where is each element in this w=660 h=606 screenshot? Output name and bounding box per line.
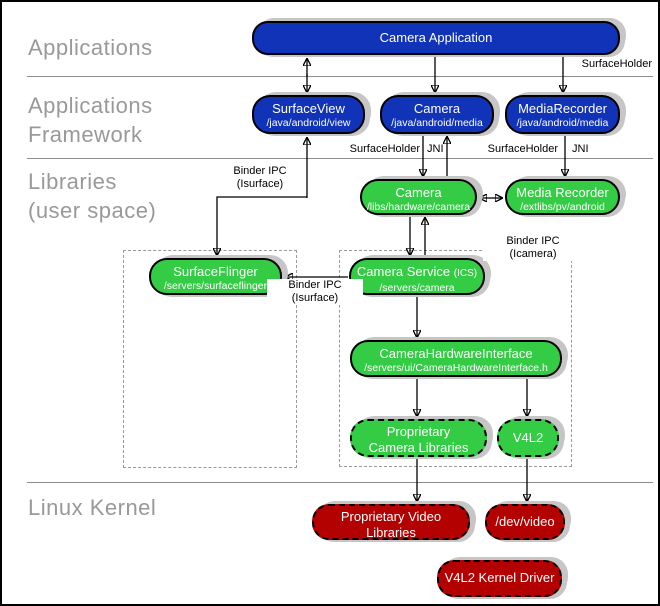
node-camera-service: Camera Service (ICS) /servers/camera [349, 258, 485, 295]
label-surfaceholder-top: SurfaceHolder [581, 58, 652, 70]
layer-divider-1 [27, 76, 653, 77]
node-media-recorder-lib: Media Recorder /extlibs/pv/android [505, 179, 620, 215]
label-jni-media: JNI [572, 143, 589, 155]
node-proprietary-camera-libraries: Proprietary Camera Libraries [350, 419, 487, 457]
layer-label-libraries: Libraries (user space) [28, 169, 157, 223]
arrow-surfaceview-surfaceflinger [217, 138, 307, 255]
isurface-group-box [123, 250, 297, 468]
label-binder-ipc-icamera: Binder IPC (Icamera) [483, 235, 583, 261]
node-proprietary-video-libraries: Proprietary Video Libraries [312, 504, 470, 540]
icamera-group-box [339, 250, 572, 467]
node-camera-application: Camera Application [252, 21, 620, 55]
node-camera-hardware-interface: CameraHardwareInterface /servers/ui/Came… [350, 340, 562, 377]
layer-label-applications-framework: Applications Framework [28, 93, 153, 147]
node-camera-api: Camera /java/android/media [380, 95, 494, 134]
node-v4l2: V4L2 [497, 419, 559, 457]
label-binder-ipc-isurface-upper: Binder IPC (Isurface) [233, 165, 287, 190]
layer-divider-2 [27, 158, 653, 159]
node-v4l2-kernel-driver: V4L2 Kernel Driver [437, 560, 562, 597]
layer-divider-3 [27, 482, 653, 483]
label-surfaceholder-camera: SurfaceHolder [349, 143, 420, 155]
node-mediarecorder-api: MediaRecorder /java/android/media [505, 95, 620, 134]
layer-label-applications: Applications [28, 35, 153, 60]
node-surfaceflinger: SurfaceFlinger /servers/surfaceflinger [149, 258, 282, 295]
node-dev-video: /dev/video [485, 504, 565, 540]
label-jni-camera: JNI [427, 143, 444, 155]
layer-label-linux-kernel: Linux Kernel [28, 495, 157, 520]
node-camera-lib: Camera /libs/hardware/camera [360, 179, 477, 215]
label-surfaceholder-media: SurfaceHolder [487, 143, 558, 155]
node-surfaceview: SurfaceView /java/android/view [252, 95, 365, 134]
label-binder-ipc-isurface-mid: Binder IPC (Isurface) [267, 279, 363, 305]
